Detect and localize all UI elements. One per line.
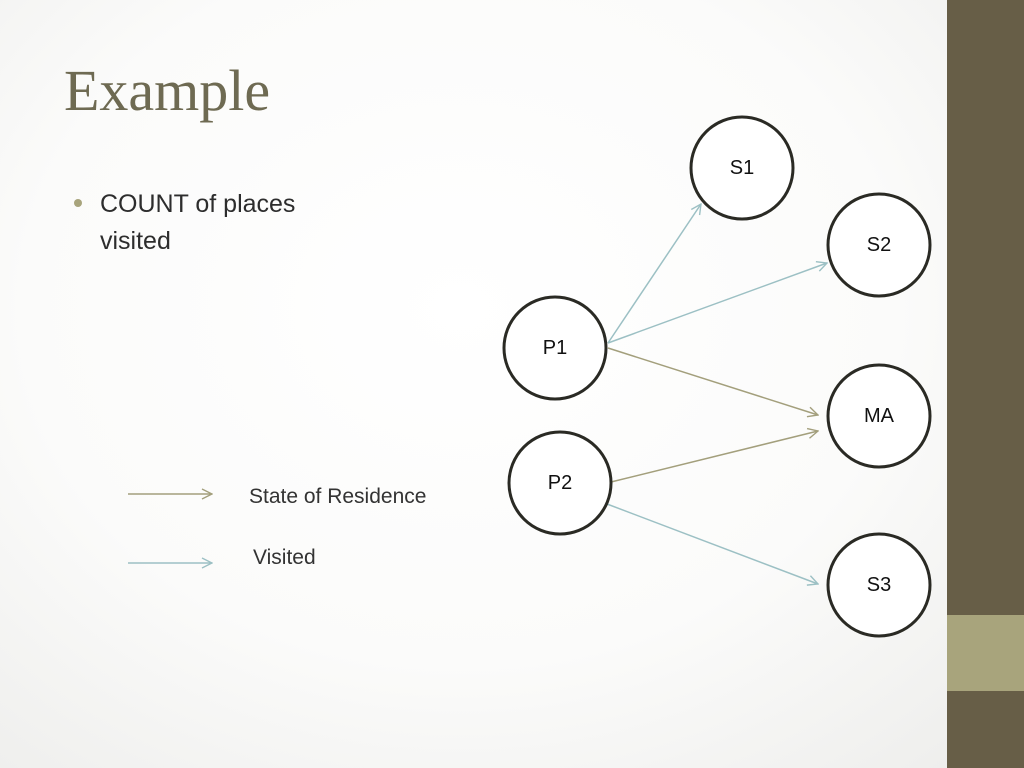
node-circle: [826, 192, 932, 298]
edge-p2-ma: [610, 431, 818, 483]
node-circle: [826, 363, 932, 469]
node-p1: P1: [502, 295, 608, 401]
node-label: S2: [867, 234, 891, 256]
node-s1: S1: [689, 115, 795, 221]
node-p2: P2: [507, 430, 613, 536]
bullet-list: COUNT of places visited: [74, 186, 334, 260]
right-side-bar-accent: [947, 615, 1024, 691]
legend-visited-label: Visited: [253, 546, 316, 569]
node-s3: S3: [826, 532, 932, 638]
edge-p2-s3: [606, 503, 818, 584]
bullet-text: COUNT of places visited: [100, 190, 296, 255]
node-circle: [502, 295, 608, 401]
slide-title: Example: [64, 58, 271, 123]
edge-p1-s1: [607, 204, 701, 344]
node-label: S3: [867, 574, 891, 596]
edge-p1-ma: [607, 347, 818, 415]
edge-p1-s2: [607, 263, 827, 344]
node-circle: [507, 430, 613, 536]
node-label: P1: [543, 337, 567, 359]
bullet-item: COUNT of places visited: [74, 186, 334, 260]
bullet-dot: [74, 199, 82, 207]
legend-residence-label: State of Residence: [249, 485, 427, 508]
node-circle: [689, 115, 795, 221]
node-label: S1: [730, 157, 754, 179]
node-label: MA: [864, 405, 895, 427]
node-ma: MA: [826, 363, 932, 469]
node-circle: [826, 532, 932, 638]
node-label: P2: [548, 472, 572, 494]
node-s2: S2: [826, 192, 932, 298]
